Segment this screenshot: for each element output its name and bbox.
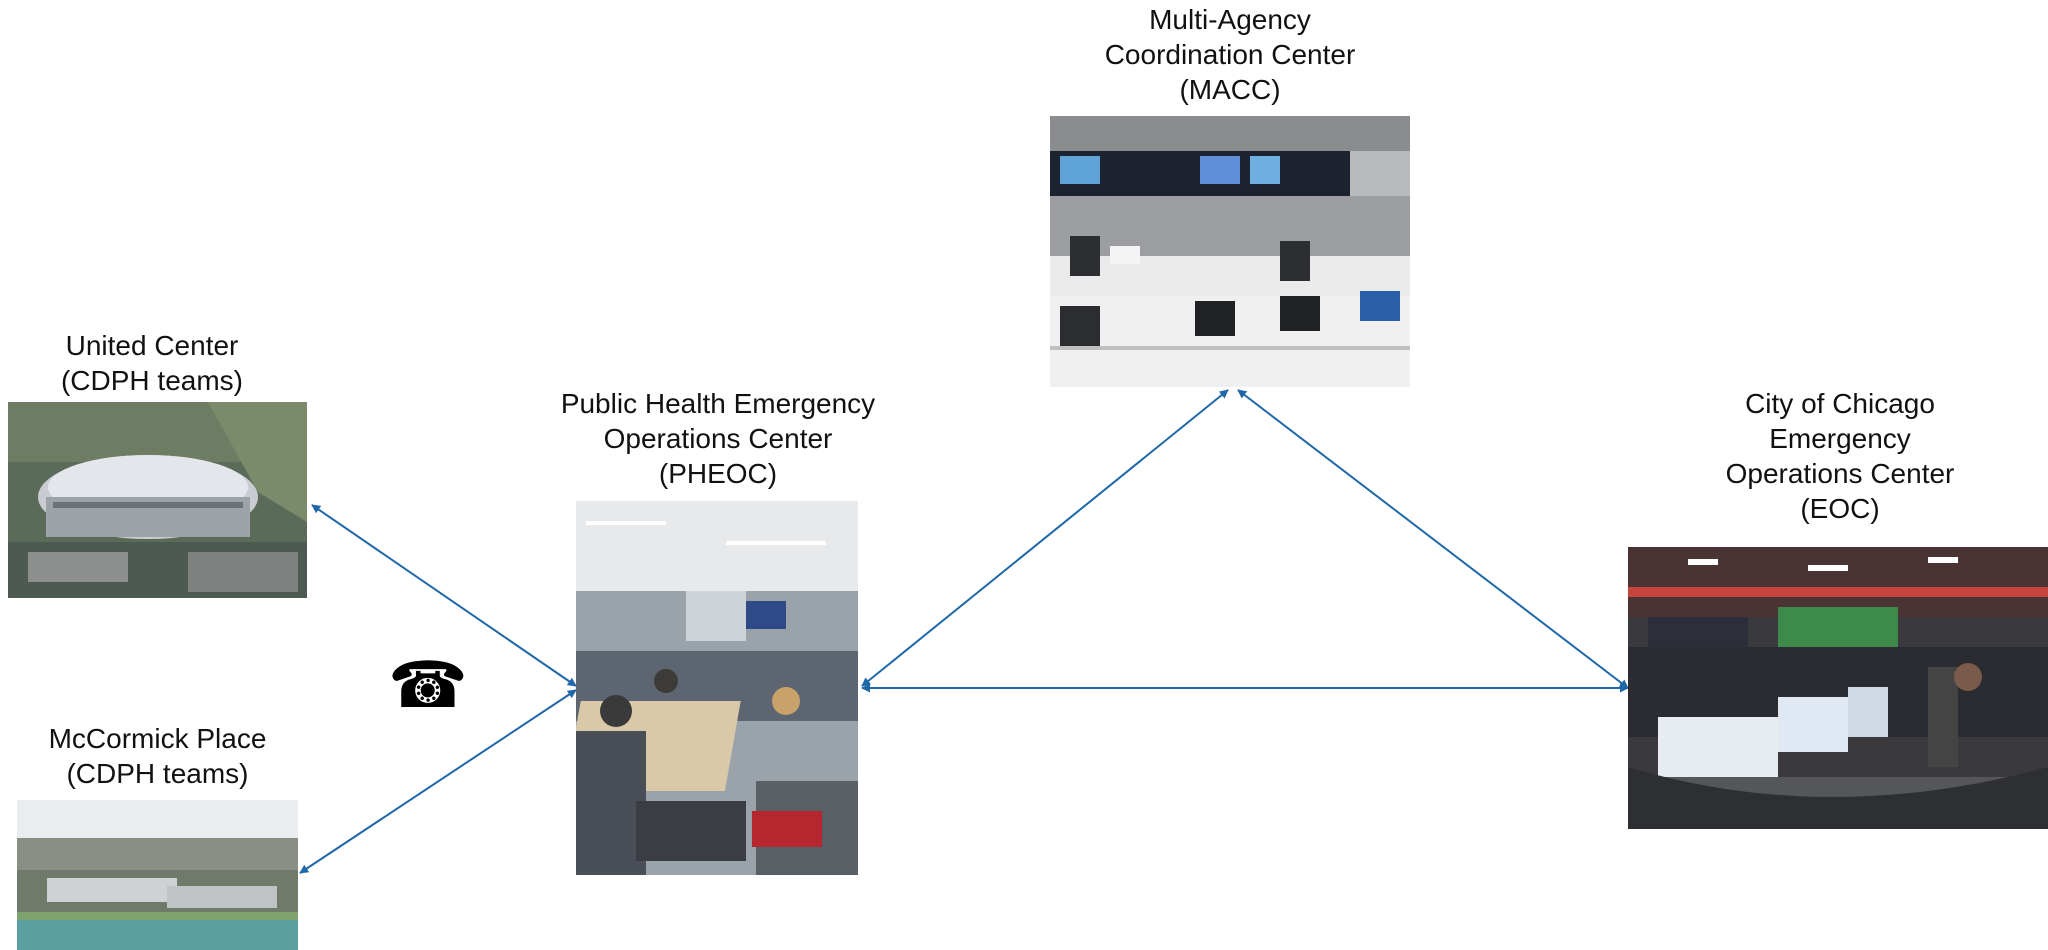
pheoc-photo xyxy=(576,501,858,875)
mccormick-place-photo xyxy=(17,800,298,950)
macc-title-line2: Coordination Center xyxy=(1104,39,1356,70)
pheoc-label: Public Health Emergency Operations Cente… xyxy=(540,386,896,491)
connector-macc-eoc xyxy=(1237,389,1629,689)
united-center-label: United Center (CDPH teams) xyxy=(0,328,304,398)
macc-label: Multi-Agency Coordination Center (MACC) xyxy=(1050,2,1410,107)
united-center-title: United Center xyxy=(65,330,239,361)
eoc-title-line3: Operations Center xyxy=(1725,458,1955,489)
mccormick-place-label: McCormick Place (CDPH teams) xyxy=(8,721,307,791)
connector-mccormick-pheoc xyxy=(299,689,577,874)
mccormick-place-subtitle: (CDPH teams) xyxy=(66,758,249,789)
mccormick-place-title: McCormick Place xyxy=(48,723,267,754)
eoc-title-line2: Emergency xyxy=(1769,423,1911,454)
macc-title-line1: Multi-Agency xyxy=(1149,4,1311,35)
eoc-photo xyxy=(1628,547,2048,829)
connector-united-pheoc xyxy=(311,504,577,687)
macc-photo xyxy=(1050,116,1410,387)
pheoc-title-line3: (PHEOC) xyxy=(658,458,778,489)
eoc-label: City of Chicago Emergency Operations Cen… xyxy=(1656,386,2024,526)
connector-pheoc-macc xyxy=(861,389,1229,687)
united-center-subtitle: (CDPH teams) xyxy=(60,365,243,396)
pheoc-title-line2: Operations Center xyxy=(603,423,833,454)
eoc-title-line4: (EOC) xyxy=(1800,493,1880,524)
united-center-photo xyxy=(8,402,307,598)
macc-title-line3: (MACC) xyxy=(1179,74,1281,105)
pheoc-title-line1: Public Health Emergency xyxy=(560,388,876,419)
telephone-icon: ☎ xyxy=(388,649,468,723)
eoc-title-line1: City of Chicago xyxy=(1745,388,1935,419)
